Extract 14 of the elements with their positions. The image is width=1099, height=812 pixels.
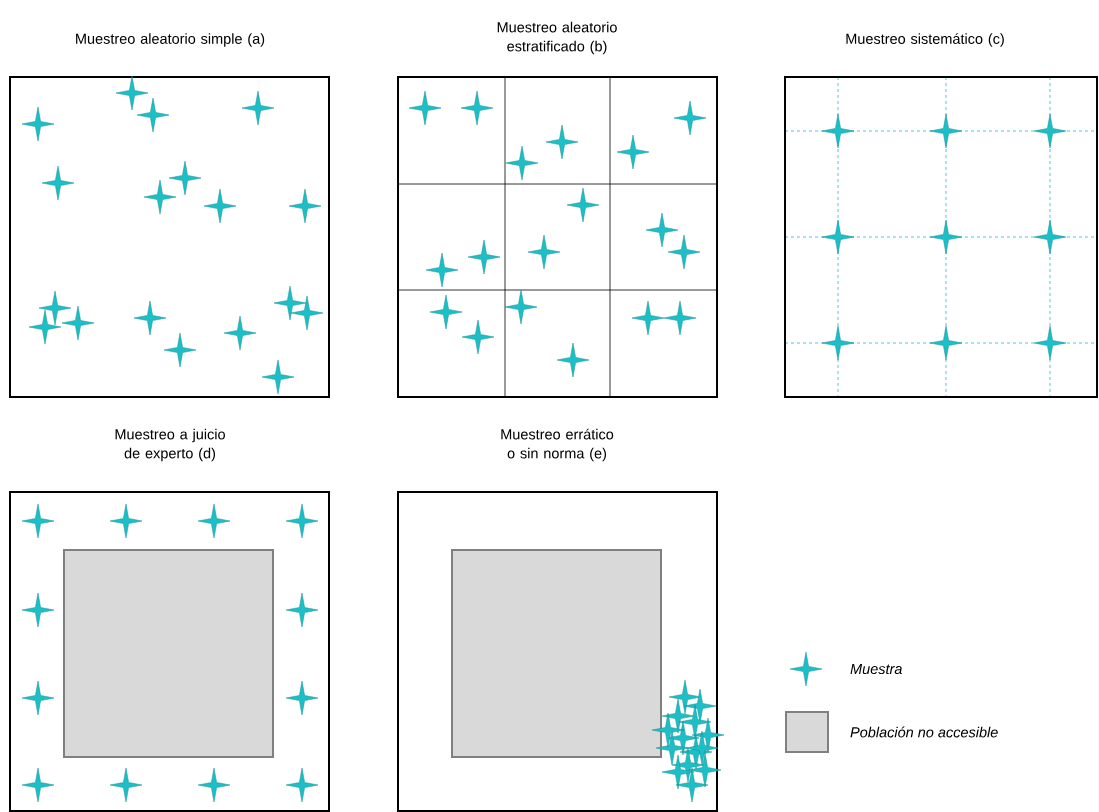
node-label: Muestreo a juicio de experto (d) [115,428,225,462]
legend-label: Población no accesible [850,726,998,738]
panel-box: Muestreo errático o sin norma (e) [397,428,718,812]
panel-box: Muestreo sistemático (c) [784,33,1098,398]
panel-box: Muestreo a juicio de experto (d) [9,428,330,812]
node-label: Muestreo sistemático (c) [846,33,1004,47]
node-label: Muestreo aleatorio estratificado (b) [497,21,617,55]
node-label: Muestreo aleatorio simple (a) [76,33,265,47]
inaccessible-area [451,549,662,758]
panel-box: Muestreo aleatorio estratificado (b) [397,21,718,398]
inaccessible-area [63,549,274,758]
panel-box: Muestreo aleatorio simple (a) [9,33,330,398]
legend-label: Muestra [850,663,902,675]
node-label: Muestreo errático o sin norma (e) [501,428,614,462]
